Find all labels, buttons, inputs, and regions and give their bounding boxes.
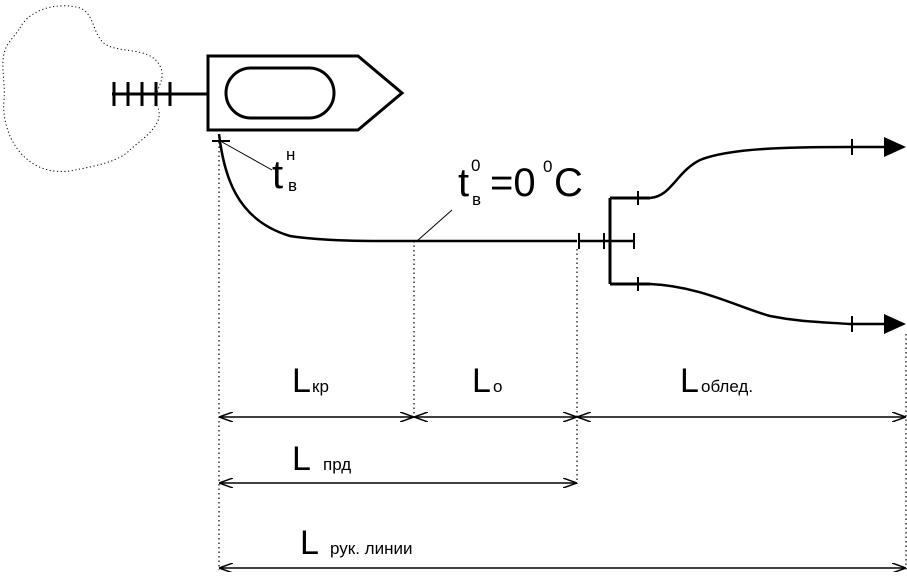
t-zero-pointer xyxy=(416,209,453,242)
fire-engine xyxy=(206,54,405,132)
label-l-kr: L кр xyxy=(292,362,329,400)
working-line-lower xyxy=(649,282,888,326)
label-t-nozzle-sub: в xyxy=(288,176,297,195)
fire-source-outline xyxy=(2,5,163,173)
label-t-nozzle: t н в xyxy=(272,145,297,197)
branching-fitting xyxy=(603,191,650,291)
label-l-ruk-main: L xyxy=(300,524,319,562)
label-t-nozzle-sup: н xyxy=(286,145,295,164)
main-hose-line xyxy=(217,133,577,243)
label-l-prd-main: L xyxy=(292,440,311,478)
label-t-zero-sup2: 0 xyxy=(543,157,552,176)
label-l-o-sub: о xyxy=(493,377,502,396)
label-t-zero: t 0 в =0 0 C xyxy=(458,156,583,209)
label-l-kr-main: L xyxy=(292,362,311,400)
label-l-ruk: L рук. линии xyxy=(300,524,412,562)
label-l-o-main: L xyxy=(472,362,491,400)
label-t-zero-tail: C xyxy=(554,161,583,205)
label-t-zero-sub: в xyxy=(472,190,481,209)
label-t-zero-rest: =0 xyxy=(490,161,536,205)
label-l-o: L о xyxy=(472,362,502,400)
working-line-upper xyxy=(649,145,888,200)
t-nozzle-pointer xyxy=(221,141,273,171)
label-l-kr-sub: кр xyxy=(312,377,329,396)
dimension-guides xyxy=(218,142,907,570)
label-l-ruk-sub: рук. линии xyxy=(330,539,412,558)
label-l-prd: L прд xyxy=(292,440,351,478)
label-l-obled: L облед. xyxy=(680,362,753,400)
label-t-nozzle-main: t xyxy=(272,153,283,197)
intake-fitting xyxy=(112,82,208,106)
label-l-obled-sub: облед. xyxy=(701,377,753,396)
label-l-obled-main: L xyxy=(680,362,699,400)
label-t-zero-sup: 0 xyxy=(471,156,480,175)
label-l-prd-sub: прд xyxy=(323,455,351,474)
lower-nozzle-arrow xyxy=(884,314,906,334)
label-t-zero-main: t xyxy=(458,161,469,205)
upper-nozzle-arrow xyxy=(884,137,906,157)
